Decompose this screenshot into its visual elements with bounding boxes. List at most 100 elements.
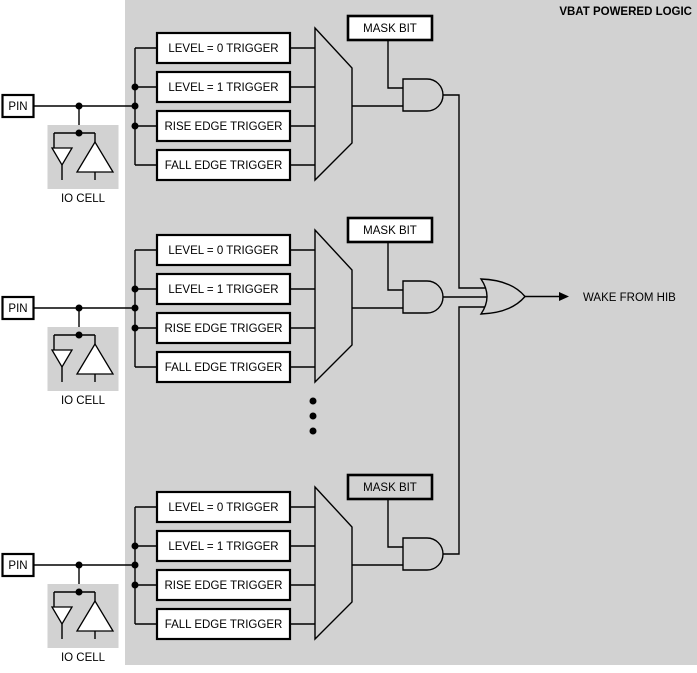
trigger-mux	[314, 228, 353, 384]
trigger-box	[155, 272, 292, 306]
trigger-mux	[314, 485, 353, 641]
io-cell-label: IO CELL	[61, 193, 106, 205]
arrowhead-icon	[559, 292, 569, 301]
trigger-box	[155, 350, 292, 384]
io-cell: IO CELL	[47, 327, 119, 407]
trigger-level1: LEVEL = 1 TRIGGER	[155, 529, 292, 563]
pin-box	[1, 295, 35, 321]
wake-output-label: WAKE FROM HIB	[583, 292, 676, 304]
junction-dot	[131, 102, 139, 110]
pin-label: PIN	[8, 101, 27, 113]
trigger-label: LEVEL = 0 TRIGGER	[168, 502, 278, 514]
trigger-box	[155, 490, 292, 524]
trigger-level0: LEVEL = 0 TRIGGER	[155, 31, 292, 65]
mask-bit-label: MASK BIT	[363, 23, 417, 35]
output-buffer-icon	[75, 140, 115, 173]
trigger-fall-edge: FALL EDGE TRIGGER	[155, 148, 292, 182]
region-title: VBAT POWERED LOGIC	[559, 6, 692, 18]
trigger-rise-edge: RISE EDGE TRIGGER	[155, 311, 292, 345]
input-buffer-icon	[50, 349, 74, 369]
output-buffer-icon	[75, 599, 115, 632]
pin-label: PIN	[8, 560, 27, 572]
junction-dot	[131, 324, 139, 332]
junction-dot	[131, 83, 139, 91]
junction-dot	[131, 304, 139, 312]
wake-source-section-3: PIN IO CELL LEVEL = 0 TRIGGER LEVEL = 1 …	[1, 306, 490, 664]
mux-input-stubs	[290, 249, 317, 368]
junction-dot	[75, 304, 83, 312]
trigger-box	[155, 529, 292, 563]
trigger-label: LEVEL = 0 TRIGGER	[168, 245, 278, 257]
junction-dot	[75, 561, 83, 569]
trigger-fall-edge: FALL EDGE TRIGGER	[155, 350, 292, 384]
pin-box	[1, 93, 35, 119]
output-buffer-icon	[75, 342, 115, 375]
io-cell: IO CELL	[47, 125, 119, 205]
junction-dot	[75, 588, 83, 596]
trigger-box	[155, 607, 292, 641]
trigger-box	[155, 31, 292, 65]
trigger-rise-edge: RISE EDGE TRIGGER	[155, 568, 292, 602]
trigger-fall-edge: FALL EDGE TRIGGER	[155, 607, 292, 641]
wake-combine-logic: WAKE FROM HIB	[479, 278, 676, 315]
junction-dot	[131, 561, 139, 569]
trigger-level0: LEVEL = 0 TRIGGER	[155, 233, 292, 267]
junction-dot	[131, 285, 139, 293]
trigger-box	[155, 109, 292, 143]
trigger-box	[155, 311, 292, 345]
trigger-label: LEVEL = 1 TRIGGER	[168, 284, 278, 296]
and-output-wire	[443, 94, 490, 289]
trigger-label: RISE EDGE TRIGGER	[164, 580, 282, 592]
trigger-label: LEVEL = 1 TRIGGER	[168, 82, 278, 94]
junction-dot	[75, 331, 83, 339]
trigger-label: FALL EDGE TRIGGER	[165, 619, 283, 631]
junction-dot	[75, 129, 83, 137]
io-cell-wires	[53, 132, 96, 180]
trigger-level1: LEVEL = 1 TRIGGER	[155, 272, 292, 306]
trigger-label: RISE EDGE TRIGGER	[164, 323, 282, 335]
and-gate	[402, 280, 444, 314]
mask-wire	[387, 242, 404, 291]
mask-bit-box	[346, 14, 434, 42]
mux-input-stubs	[290, 506, 317, 625]
trigger-label: LEVEL = 1 TRIGGER	[168, 541, 278, 553]
trigger-box	[155, 148, 292, 182]
junction-dot	[75, 102, 83, 110]
io-cell-label: IO CELL	[61, 395, 106, 407]
trigger-label: RISE EDGE TRIGGER	[164, 121, 282, 133]
continuation-dots	[309, 397, 317, 435]
trigger-box	[155, 233, 292, 267]
mask-bit-label: MASK BIT	[363, 482, 417, 494]
mux-input-stubs	[290, 47, 317, 166]
mask-wire	[387, 499, 404, 548]
trigger-mux	[314, 26, 353, 182]
io-cell: IO CELL	[47, 584, 119, 664]
trigger-box	[155, 568, 292, 602]
junction-dot	[131, 542, 139, 550]
and-gate	[402, 78, 444, 112]
io-cell-label: IO CELL	[61, 652, 106, 664]
junction-dot	[131, 122, 139, 130]
wake-source-section-1: PIN IO CELL LEVEL = 0 TRIGGER LEVEL = 1 …	[1, 14, 490, 289]
or-gate	[479, 278, 526, 315]
ellipsis-dot	[309, 412, 317, 420]
and-gate	[402, 537, 444, 571]
trigger-rise-edge: RISE EDGE TRIGGER	[155, 109, 292, 143]
io-cell-wires	[53, 334, 96, 382]
pin-label: PIN	[8, 303, 27, 315]
trigger-level1: LEVEL = 1 TRIGGER	[155, 70, 292, 104]
mask-bit-box	[346, 473, 434, 501]
pin-box	[1, 552, 35, 578]
mask-bit-box	[346, 216, 434, 244]
ellipsis-dot	[309, 397, 317, 405]
trigger-label: FALL EDGE TRIGGER	[165, 160, 283, 172]
trigger-label: FALL EDGE TRIGGER	[165, 362, 283, 374]
wake-source-section-2: PIN IO CELL LEVEL = 0 TRIGGER LEVEL = 1 …	[1, 216, 490, 407]
mask-bit-label: MASK BIT	[363, 225, 417, 237]
trigger-level0: LEVEL = 0 TRIGGER	[155, 490, 292, 524]
input-buffer-icon	[50, 606, 74, 626]
trigger-label: LEVEL = 0 TRIGGER	[168, 43, 278, 55]
input-buffer-icon	[50, 147, 74, 167]
